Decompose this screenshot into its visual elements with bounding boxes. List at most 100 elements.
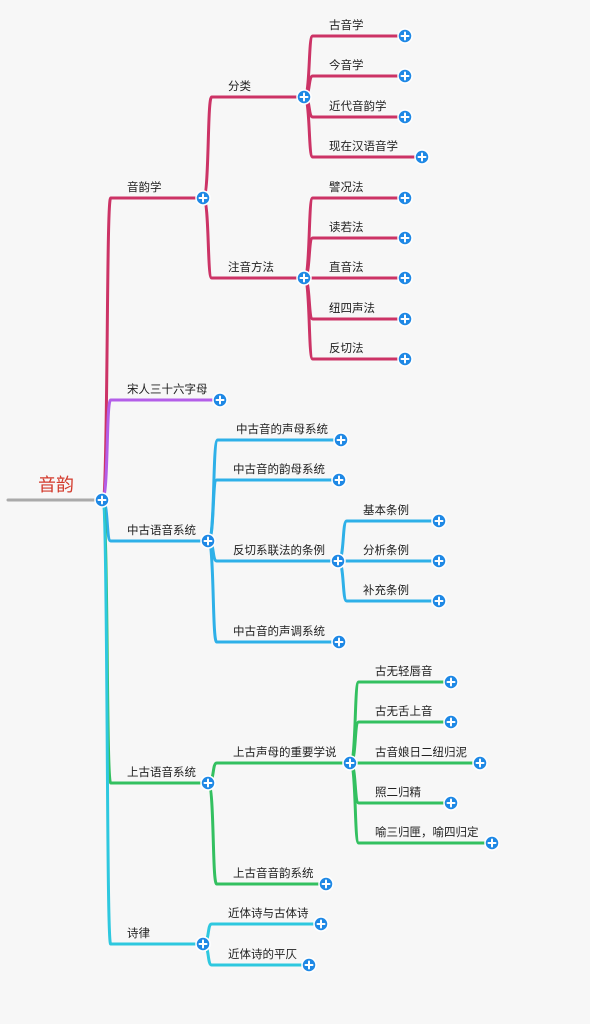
node-label-jintishi-pingze: 近体诗的平仄 [228, 947, 297, 961]
expand-button-zhonggu[interactable] [200, 533, 216, 549]
node-label-zhiyinfa: 直音法 [329, 260, 364, 274]
plus-icon [434, 516, 444, 526]
plus-icon [198, 193, 208, 203]
node-label-songren: 宋人三十六字母 [127, 382, 208, 396]
node-label-zg-shengmu: 中古音的声母系统 [236, 422, 328, 436]
plus-icon [487, 838, 497, 848]
expand-button-sg-shengmu[interactable] [342, 755, 358, 771]
node-label-buchongtiaoli: 补充条例 [363, 583, 409, 597]
expand-button-shilv[interactable] [195, 936, 211, 952]
plus-icon [400, 354, 410, 364]
node-label-niusishengfa: 纽四声法 [329, 301, 375, 315]
node-label-jintishi-guti: 近体诗与古体诗 [228, 906, 309, 920]
expand-button-fanqiefa[interactable] [397, 351, 413, 367]
link-fenlei [201, 95, 306, 200]
plus-icon [400, 314, 410, 324]
plus-icon [304, 960, 314, 970]
node-label-zg-shengdiao: 中古音的声调系统 [233, 624, 325, 638]
expand-button-zhaoer[interactable] [443, 795, 459, 811]
node-label-jibentiaoli: 基本条例 [363, 503, 409, 517]
node-label-zhaoer: 照二归精 [375, 785, 421, 799]
link-zg-yunmu [206, 478, 341, 543]
expand-button-songren[interactable] [212, 392, 228, 408]
plus-icon [475, 758, 485, 768]
expand-button-sheshang[interactable] [443, 714, 459, 730]
node-label-niangri: 古音娘日二纽归泥 [375, 745, 467, 759]
expand-button-niusishengfa[interactable] [397, 311, 413, 327]
expand-button-jindaiyinyunxue[interactable] [397, 109, 413, 125]
plus-icon [336, 435, 346, 445]
node-label-fenxitiaoli: 分析条例 [363, 543, 409, 557]
plus-icon [434, 556, 444, 566]
expand-button-zg-fanqie[interactable] [330, 553, 346, 569]
node-label-guyinxue: 古音学 [329, 18, 364, 32]
expand-button-yinyunxue[interactable] [195, 190, 211, 206]
plus-icon [299, 92, 309, 102]
node-label-sg-shengmu: 上古声母的重要学说 [233, 745, 337, 759]
plus-icon [400, 71, 410, 81]
expand-button-root[interactable] [94, 492, 110, 508]
plus-icon [97, 495, 107, 505]
node-label-jinyinxue: 今音学 [329, 58, 364, 72]
expand-button-jintishi-pingze[interactable] [301, 957, 317, 973]
expand-button-fenlei[interactable] [296, 89, 312, 105]
plus-icon [299, 273, 309, 283]
expand-button-jintishi-guti[interactable] [313, 916, 329, 932]
plus-icon [334, 637, 344, 647]
link-shilv [100, 498, 205, 946]
plus-icon [400, 273, 410, 283]
node-label-shanggu: 上古语音系统 [127, 765, 196, 779]
mind-map-nodes: 音韵学分类古音学今音学近代音韵学现在汉语音学注音方法譬况法读若法直音法纽四声法反… [38, 18, 500, 973]
link-yinyunxue [100, 196, 205, 502]
plus-icon [316, 919, 326, 929]
expand-button-buchongtiaoli[interactable] [431, 593, 447, 609]
node-label-yinyunxue: 音韵学 [127, 180, 162, 194]
node-label-fenlei: 分类 [228, 79, 251, 93]
node-label-duruofa: 读若法 [329, 220, 364, 234]
expand-button-niangri[interactable] [472, 755, 488, 771]
node-label-sg-yinyun: 上古音音韵系统 [233, 866, 314, 880]
link-zg-shengmu [206, 438, 343, 543]
node-label-zhonggu: 中古语音系统 [127, 523, 196, 537]
expand-button-duruofa[interactable] [397, 230, 413, 246]
expand-button-xianzaihanyuyinxue[interactable] [414, 149, 430, 165]
plus-icon [446, 677, 456, 687]
expand-button-zg-shengdiao[interactable] [331, 634, 347, 650]
plus-icon [446, 717, 456, 727]
expand-button-zhiyinfa[interactable] [397, 270, 413, 286]
plus-icon [215, 395, 225, 405]
node-label-shilv: 诗律 [127, 926, 150, 940]
plus-icon [400, 112, 410, 122]
link-jintishi-guti [201, 922, 323, 946]
expand-button-zhuyinfangfa[interactable] [296, 270, 312, 286]
plus-icon [345, 758, 355, 768]
node-label-root: 音韵 [38, 475, 74, 496]
expand-button-pikuangfa[interactable] [397, 190, 413, 206]
node-label-zhuyinfangfa: 注音方法 [228, 260, 274, 274]
plus-icon [417, 152, 427, 162]
link-songren [100, 398, 222, 502]
node-label-sheshang: 古无舌上音 [375, 704, 433, 718]
plus-icon [333, 556, 343, 566]
expand-button-jibentiaoli[interactable] [431, 513, 447, 529]
node-label-zg-yunmu: 中古音的韵母系统 [233, 462, 325, 476]
node-label-jindaiyinyunxue: 近代音韵学 [329, 99, 387, 113]
expand-button-guyinxue[interactable] [397, 28, 413, 44]
node-label-yusan: 喻三归匣，喻四归定 [375, 825, 479, 839]
plus-icon [321, 879, 331, 889]
expand-button-shanggu[interactable] [200, 775, 216, 791]
node-label-pikuangfa: 譬况法 [329, 180, 364, 194]
expand-button-fenxitiaoli[interactable] [431, 553, 447, 569]
expand-button-qingchun[interactable] [443, 674, 459, 690]
plus-icon [203, 778, 213, 788]
expand-button-sg-yinyun[interactable] [318, 876, 334, 892]
plus-icon [434, 596, 444, 606]
expand-button-zg-shengmu[interactable] [333, 432, 349, 448]
expand-button-zg-yunmu[interactable] [331, 472, 347, 488]
link-sg-shengmu [206, 761, 352, 785]
expand-button-yusan[interactable] [484, 835, 500, 851]
expand-button-jinyinxue[interactable] [397, 68, 413, 84]
plus-icon [203, 536, 213, 546]
node-label-fanqiefa: 反切法 [329, 341, 364, 355]
